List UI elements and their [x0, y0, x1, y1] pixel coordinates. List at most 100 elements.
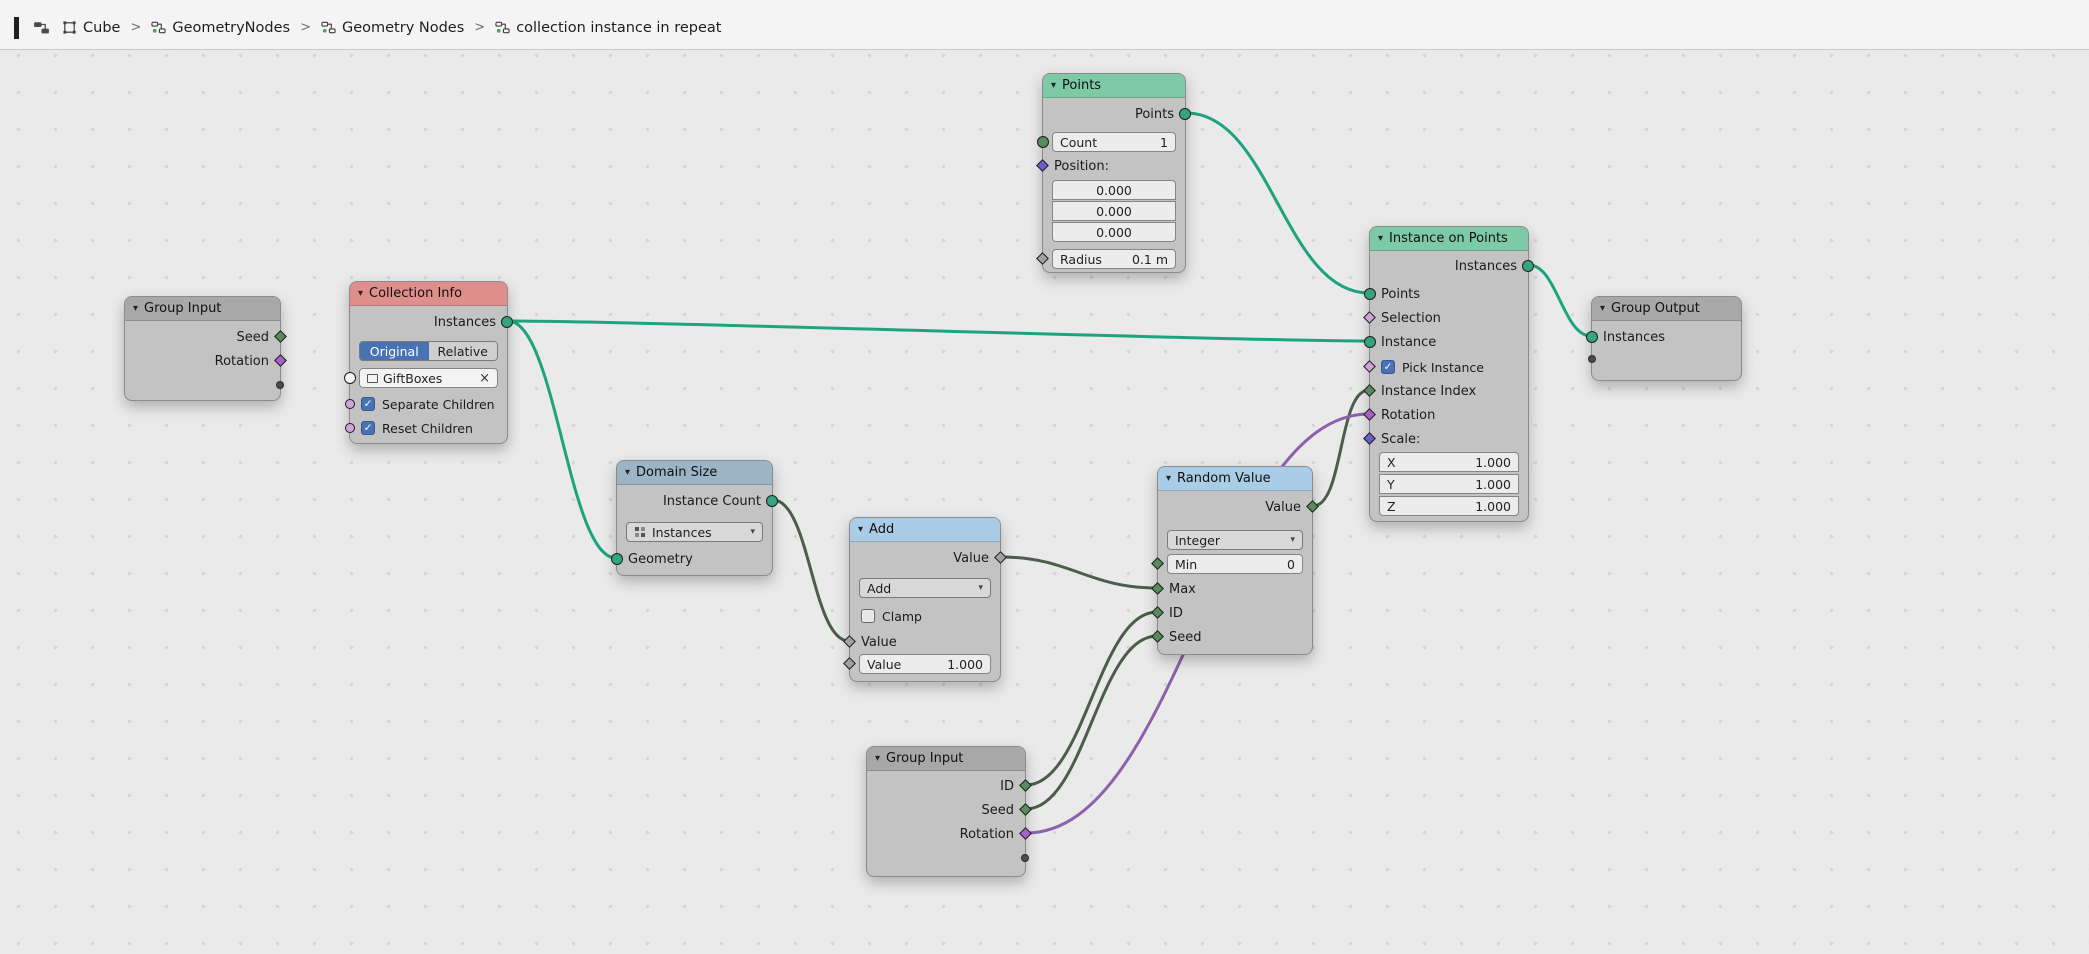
breadcrumb-editor[interactable]: Geometry Nodes [321, 20, 464, 36]
field-value: 1.000 [947, 656, 983, 672]
position-y-field[interactable]: 0.000 [1052, 201, 1176, 221]
output-row-seed: Seed [867, 798, 1025, 822]
min-field[interactable]: Min 0 [1167, 554, 1303, 574]
clear-collection-button[interactable]: × [479, 370, 490, 386]
instances-input-socket[interactable] [1586, 331, 1598, 343]
link-collection-info-to-domain-size[interactable] [506, 319, 618, 560]
output-row-value: Value [1158, 495, 1312, 519]
node-header[interactable]: ▾ Points [1043, 74, 1185, 98]
collapse-chevron-icon[interactable]: ▾ [875, 752, 881, 764]
count-field[interactable]: Count 1 [1052, 132, 1176, 152]
data-type-dropdown[interactable]: Integer ▾ [1167, 530, 1303, 550]
relative-option[interactable]: Relative [428, 342, 497, 360]
reset-children-input-socket[interactable] [345, 423, 355, 433]
separate-children-input-socket[interactable] [345, 399, 355, 409]
instance-input-socket[interactable] [1364, 336, 1376, 348]
collapse-chevron-icon[interactable]: ▾ [358, 287, 364, 299]
scale-z-field[interactable]: Z 1.000 [1379, 496, 1519, 516]
socket-label: Instances [1454, 258, 1517, 274]
node-domain-size[interactable]: ▾ Domain Size Instance Count Instances ▾… [611, 460, 778, 576]
field-value: 0 [1287, 556, 1295, 572]
virtual-output-socket[interactable] [1021, 854, 1029, 862]
socket-label: Value [953, 550, 989, 566]
editor-type-button[interactable] [31, 17, 52, 38]
link-group-input-id-to-random-value-id[interactable] [1024, 610, 1159, 787]
field-value: 0.1 m [1131, 251, 1168, 267]
scale-x-field[interactable]: X 1.000 [1379, 452, 1519, 472]
node-collection-info[interactable]: ▾ Collection Info Instances Original Rel… [344, 281, 513, 444]
breadcrumb-object[interactable]: Cube [62, 20, 120, 36]
node-instance-on-points[interactable]: ▾ Instance on Points Instances Points Se… [1363, 226, 1534, 522]
pick-instance-checkbox[interactable]: ✓ [1381, 360, 1395, 374]
collapse-chevron-icon[interactable]: ▾ [1378, 232, 1384, 244]
checkbox-label: Reset Children [382, 420, 473, 436]
input-row-scale: Scale: [1370, 427, 1528, 451]
collapse-chevron-icon[interactable]: ▾ [1600, 302, 1606, 314]
node-points[interactable]: ▾ Points Points Count 1 Position: 0.000 … [1036, 73, 1191, 273]
instances-output-socket[interactable] [1522, 260, 1534, 272]
input-row-selection: Selection [1370, 306, 1528, 330]
input-row-instances: Instances [1592, 325, 1741, 349]
instance-count-output-socket[interactable] [766, 495, 778, 507]
link-add-to-random-value-max[interactable] [999, 555, 1159, 590]
separate-children-checkbox[interactable]: ✓ [361, 397, 375, 411]
node-header[interactable]: ▾ Add [850, 518, 1000, 542]
link-instance-on-points-to-group-output[interactable] [1527, 263, 1593, 338]
points-input-socket[interactable] [1364, 288, 1376, 300]
node-group-input-bottom[interactable]: ▾ Group Input ID Seed Rotation [866, 746, 1032, 877]
node-add-math[interactable]: ▾ Add Value Add ▾ Clamp Value Value 1.00… [843, 517, 1007, 682]
node-header[interactable]: ▾ Group Input [867, 747, 1025, 771]
collapse-chevron-icon[interactable]: ▾ [1051, 79, 1057, 91]
virtual-input-socket[interactable] [1588, 355, 1596, 363]
output-row-instance-count: Instance Count [617, 489, 772, 513]
link-domain-size-to-add[interactable] [771, 498, 851, 643]
output-row-rotation: Rotation [125, 349, 280, 373]
output-row-rotation: Rotation [867, 822, 1025, 846]
collection-field[interactable]: GiftBoxes × [359, 368, 498, 388]
virtual-output-socket[interactable] [276, 381, 284, 389]
reset-children-checkbox[interactable]: ✓ [361, 421, 375, 435]
socket-label: Instances [1603, 329, 1666, 345]
node-random-value[interactable]: ▾ Random Value Value Integer ▾ Min 0 Max… [1151, 466, 1319, 655]
breadcrumb-node-group[interactable]: GeometryNodes [151, 20, 290, 36]
node-group-input-left[interactable]: ▾ Group Input Seed Rotation [124, 296, 287, 401]
field-value: 0.000 [1096, 182, 1132, 198]
position-z-field[interactable]: 0.000 [1052, 222, 1176, 242]
original-option[interactable]: Original [360, 342, 429, 360]
operation-dropdown[interactable]: Add ▾ [859, 578, 991, 598]
clamp-checkbox[interactable] [861, 609, 875, 623]
collapse-chevron-icon[interactable]: ▾ [1166, 472, 1172, 484]
points-output-socket[interactable] [1179, 108, 1191, 120]
node-group-output[interactable]: ▾ Group Output Instances [1586, 296, 1742, 381]
node-header[interactable]: ▾ Collection Info [350, 282, 507, 306]
node-title: Random Value [1177, 471, 1271, 486]
collapse-chevron-icon[interactable]: ▾ [133, 302, 139, 314]
position-x-field[interactable]: 0.000 [1052, 180, 1176, 200]
field-label: Value [867, 656, 902, 672]
link-random-value-to-instance-index[interactable] [1311, 388, 1371, 508]
value-field[interactable]: Value 1.000 [859, 654, 991, 674]
collection-name: GiftBoxes [383, 370, 443, 386]
link-points-to-instance-on-points[interactable] [1184, 111, 1371, 295]
socket-label: Seed [981, 802, 1015, 818]
count-input-socket[interactable] [1037, 136, 1049, 148]
collapse-chevron-icon[interactable]: ▾ [858, 523, 864, 535]
node-header[interactable]: ▾ Group Output [1592, 297, 1741, 321]
component-dropdown[interactable]: Instances ▾ [626, 522, 763, 542]
node-header[interactable]: ▾ Domain Size [617, 461, 772, 485]
radius-field[interactable]: Radius 0.1 m [1052, 249, 1176, 269]
breadcrumb-datablock[interactable]: collection instance in repeat [495, 20, 722, 36]
geometry-input-socket[interactable] [611, 553, 623, 565]
collapse-chevron-icon[interactable]: ▾ [625, 466, 631, 478]
instances-output-socket[interactable] [501, 316, 513, 328]
node-header[interactable]: ▾ Instance on Points [1370, 227, 1528, 251]
collection-input-socket[interactable] [344, 372, 356, 384]
socket-label: ID [1000, 778, 1014, 794]
node-header[interactable]: ▾ Group Input [125, 297, 280, 321]
scale-y-field[interactable]: Y 1.000 [1379, 474, 1519, 494]
node-header[interactable]: ▾ Random Value [1158, 467, 1312, 491]
link-collection-info-to-instance[interactable] [506, 319, 1371, 343]
breadcrumb-separator: > [300, 20, 311, 35]
link-group-input-seed-to-random-value-seed[interactable] [1024, 634, 1159, 811]
socket-label: Instance [1381, 334, 1437, 350]
